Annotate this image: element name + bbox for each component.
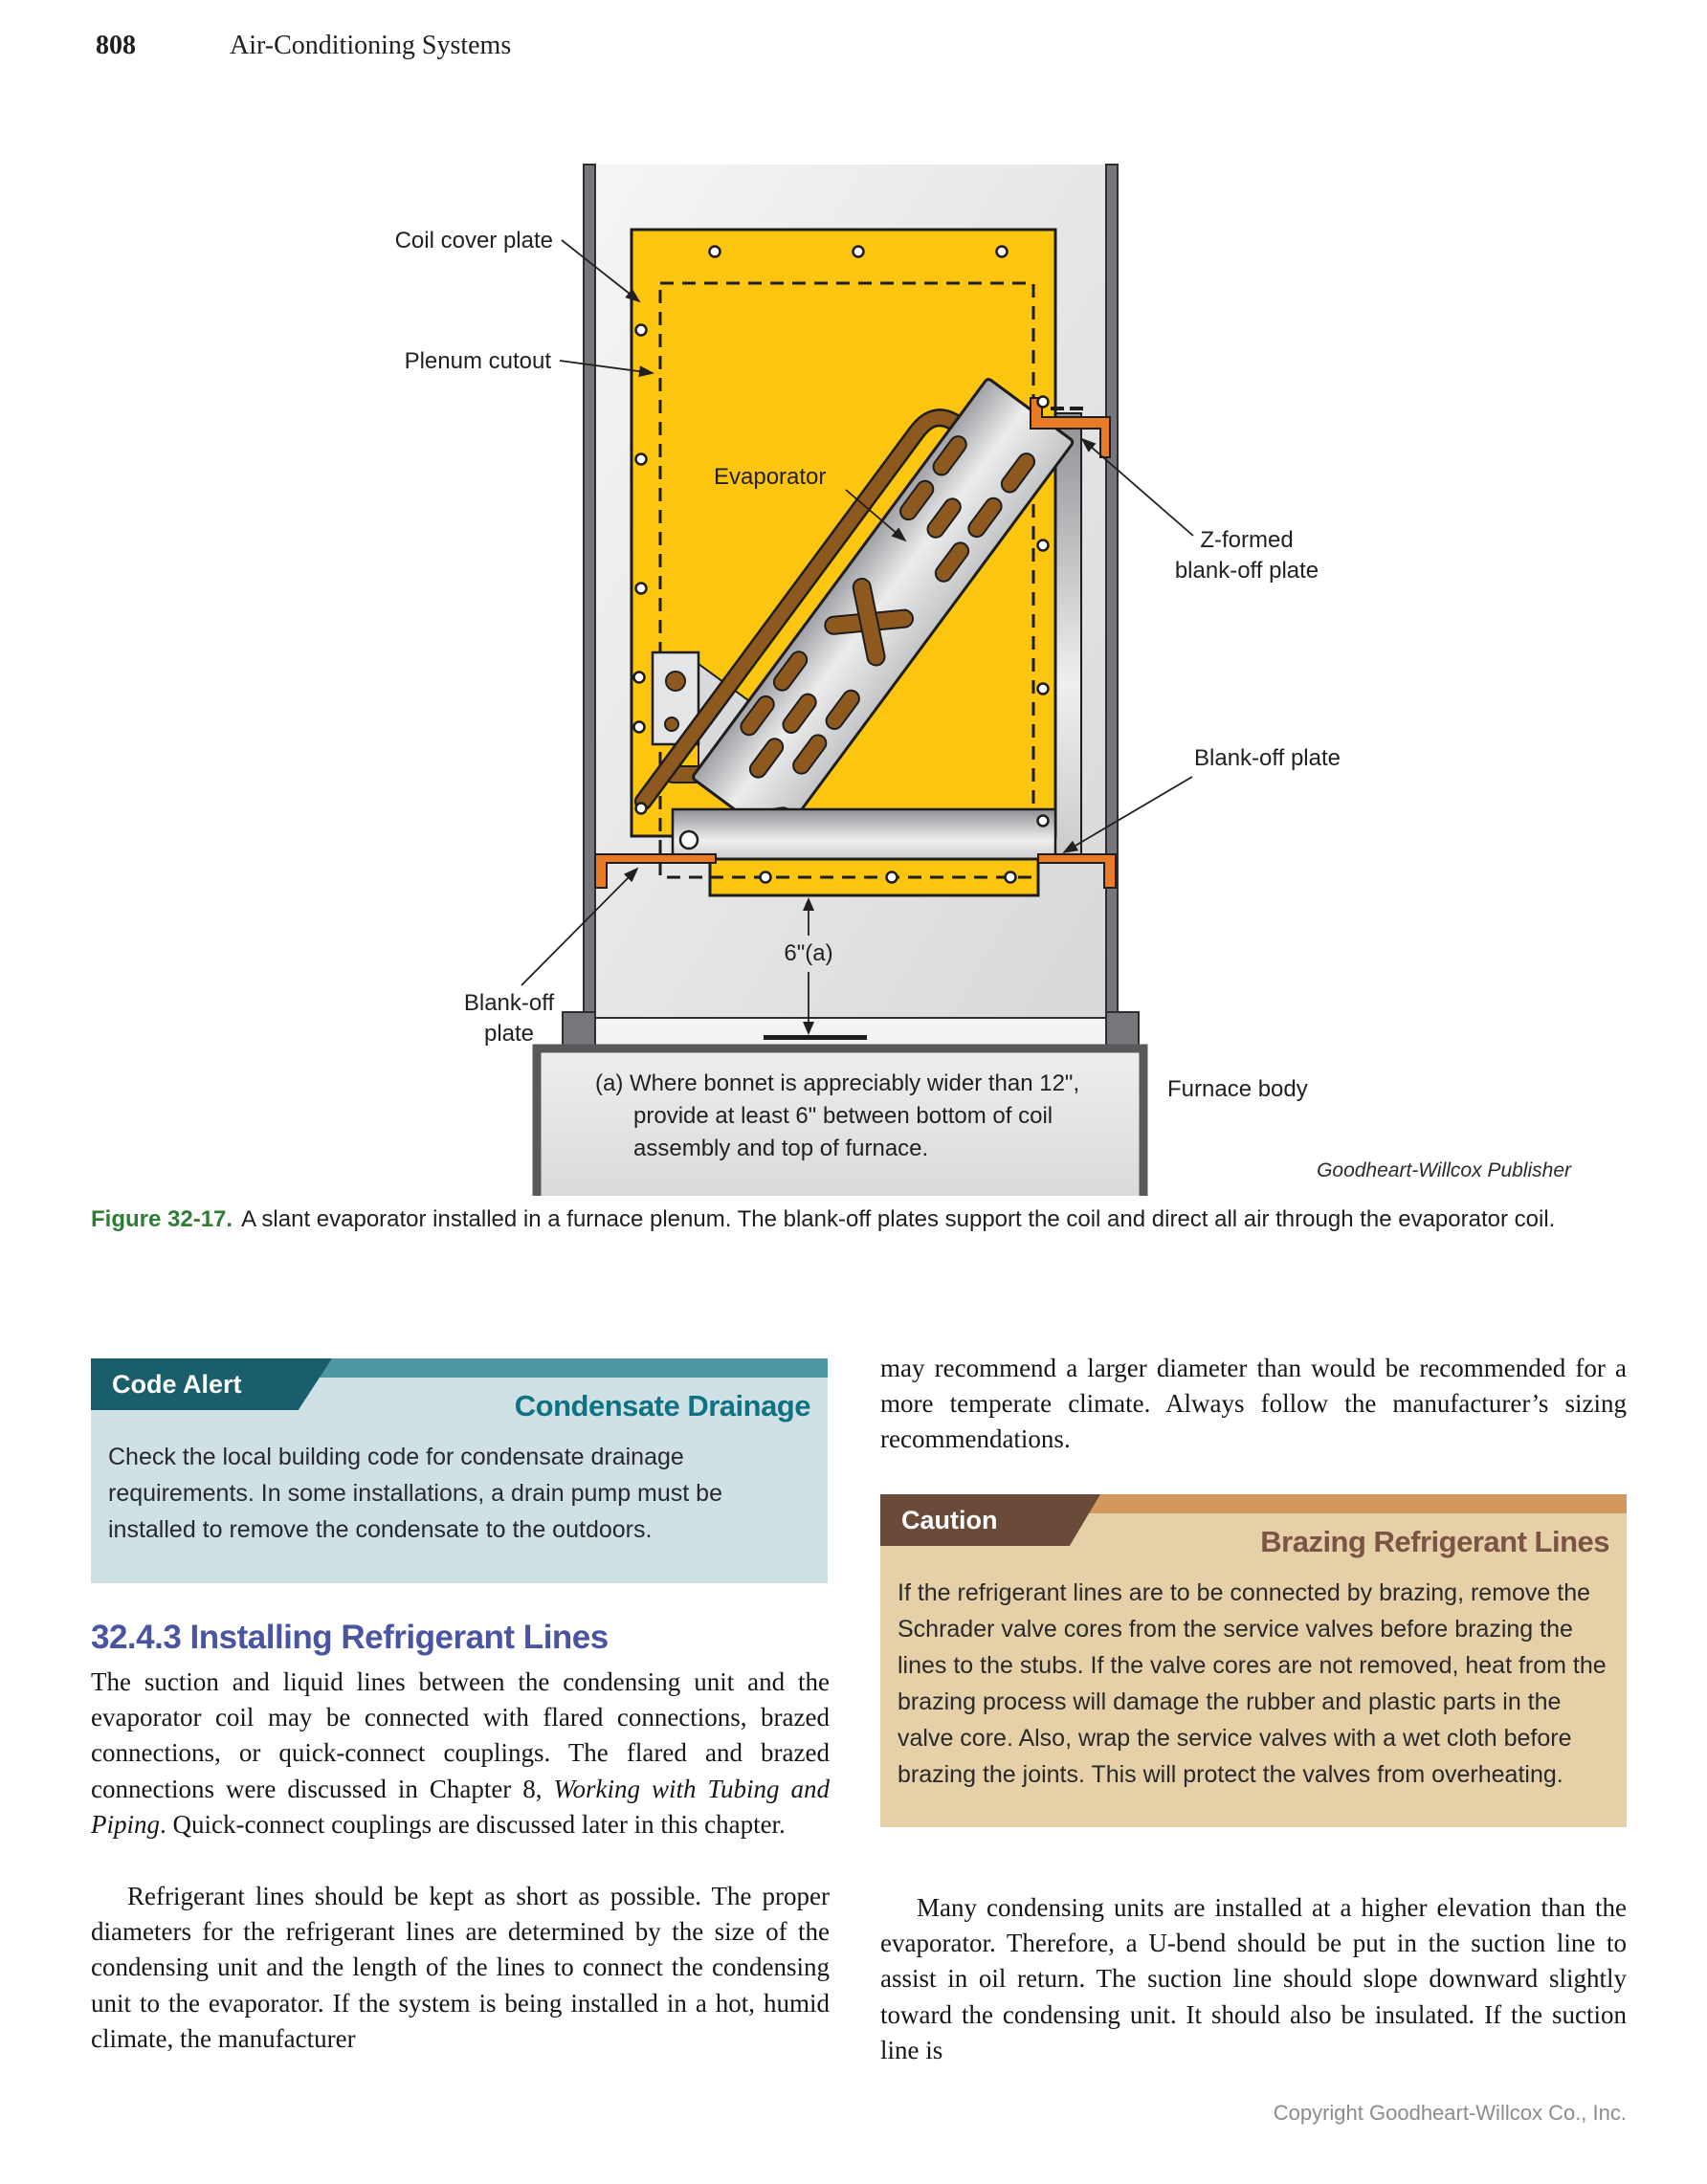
- label-evaporator: Evaporator: [714, 464, 826, 490]
- code-alert-body-bg: [91, 1378, 828, 1583]
- dash-mark: [1070, 407, 1083, 410]
- right-paragraph-1: Many condensing units are installed at a…: [880, 1893, 1627, 2064]
- figure-number: Figure 32-17.: [91, 1206, 233, 1232]
- label-coil-cover-plate: Coil cover plate: [395, 228, 553, 254]
- publisher-credit: Goodheart-Willcox Publisher: [1317, 1159, 1572, 1181]
- caution-heading: Brazing Refrigerant Lines: [1260, 1525, 1609, 1558]
- blank-off-plate-left: [594, 853, 717, 889]
- figure-caption-text: A slant evaporator installed in a furnac…: [241, 1206, 1556, 1232]
- plenum-wall-left: [583, 164, 596, 1015]
- label-blank-off-left-line2: plate: [484, 1021, 534, 1047]
- label-blank-off-right: Blank-off plate: [1194, 745, 1341, 771]
- page-number: 808: [96, 31, 136, 60]
- evaporator-tubes: [740, 435, 1036, 829]
- label-furnace-body: Furnace body: [1167, 1076, 1308, 1102]
- label-plenum-cutout: Plenum cutout: [405, 348, 552, 374]
- dimension-arrowhead-up: [803, 897, 814, 911]
- right-paragraph-0: may recommend a larger diameter than wou…: [880, 1354, 1627, 1454]
- screw-holes: [632, 245, 1050, 884]
- left-paragraph-1-before: The suction and liquid lines between the…: [91, 1667, 830, 1803]
- code-alert-text: Check the local building code for conden…: [108, 1444, 722, 1543]
- tube-end: [664, 717, 679, 732]
- caution-tab: Caution: [880, 1494, 1100, 1546]
- leader-lines: [521, 239, 1194, 986]
- copyright-footer: Copyright Goodheart-Willcox Co., Inc.: [1273, 2101, 1627, 2125]
- channel-hole: [678, 829, 699, 850]
- coil-housing-side: [1054, 412, 1082, 862]
- code-alert-tab: Code Alert: [91, 1358, 332, 1410]
- label-z-formed-line2: blank-off plate: [1175, 558, 1319, 584]
- caution-box: Caution Brazing Refrigerant Lines If the…: [880, 1494, 1627, 1827]
- dimension-arrowhead-down: [803, 1022, 814, 1035]
- label-blank-off-left-line1: Blank-off: [464, 990, 555, 1016]
- figure-note-line1: (a) Where bonnet is appreciably wider th…: [595, 1070, 1079, 1096]
- blank-off-plate-right: [1037, 853, 1117, 889]
- running-head-title: Air-Conditioning Systems: [230, 31, 512, 60]
- dash-mark: [1051, 407, 1064, 410]
- furnace-top-reference-line: [764, 1035, 867, 1040]
- figure-note-line3: assembly and top of furnace.: [633, 1136, 928, 1161]
- figure-note-line2: provide at least 6" between bottom of co…: [633, 1103, 1053, 1129]
- caution-body-bg: [880, 1513, 1627, 1827]
- tube-end: [665, 671, 686, 692]
- figure-caption: Figure 32-17. A slant evaporator installe…: [91, 1203, 1631, 1236]
- left-paragraph-1: The suction and liquid lines between the…: [91, 1665, 830, 1842]
- figure-32-17-diagram: 6"(a) Coil cover plate Plenum cutout Eva…: [395, 164, 1572, 1196]
- left-paragraph-1-italic: Working with Tubing and Piping: [91, 1774, 830, 1839]
- left-paragraph-1-after: . Quick-connect couplings are discussed …: [160, 1809, 786, 1839]
- caution-text: If the refrigerant lines are to be conne…: [898, 1579, 1607, 1788]
- section-heading: 32.4.3 Installing Refrigerant Lines: [91, 1619, 609, 1656]
- label-z-formed-line1: Z-formed: [1200, 527, 1293, 553]
- dimension-label: 6"(a): [784, 940, 832, 966]
- code-alert-box: Code Alert Condensate Drainage Check the…: [91, 1358, 828, 1583]
- furnace-body: [532, 1044, 1148, 1196]
- coil-bottom-channel: [671, 807, 1057, 863]
- left-paragraph-2: Refrigerant lines should be kept as shor…: [91, 1882, 830, 2053]
- code-alert-heading: Condensate Drainage: [514, 1389, 811, 1423]
